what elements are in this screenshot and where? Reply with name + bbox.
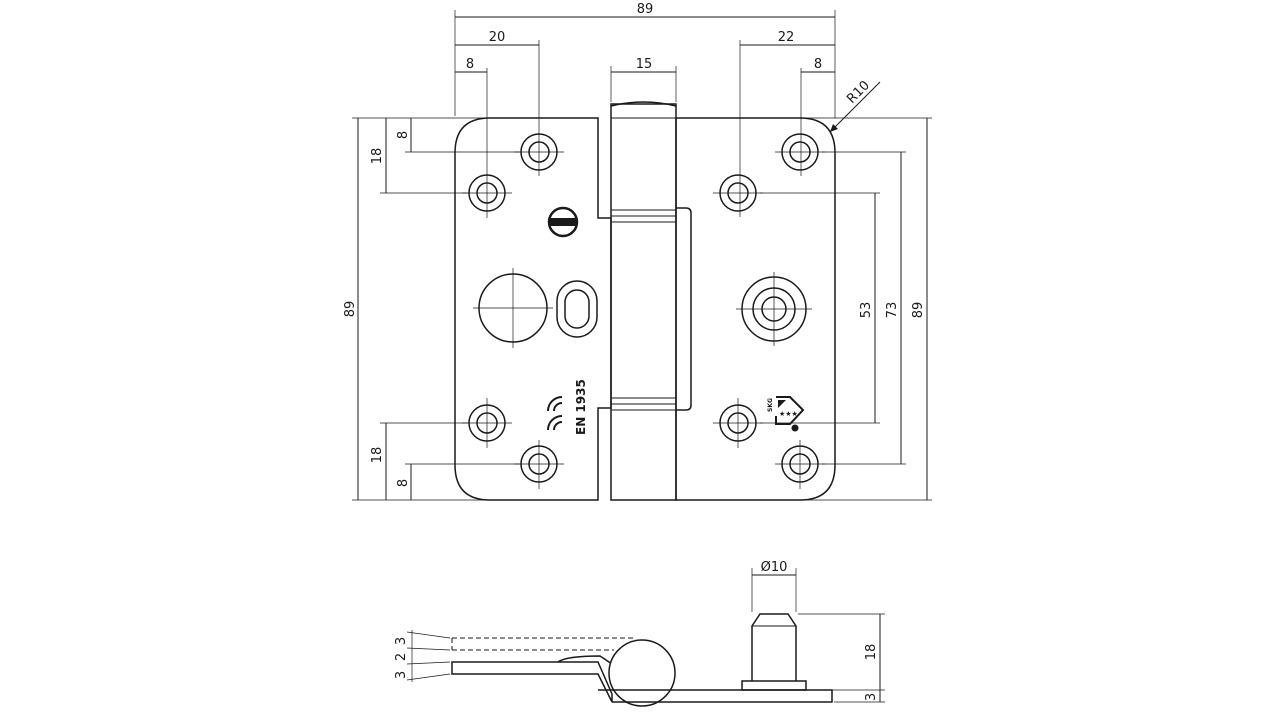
dimension-2-stack: 2: [394, 653, 409, 661]
right-leaf-frame-edge: [676, 207, 692, 411]
dimension-8-left-top: 8: [396, 131, 411, 139]
hole-center-lines: [462, 40, 825, 489]
dimension-15: 15: [636, 57, 653, 72]
right-leaf-outline: [675, 117, 836, 501]
dimension-diameter-10: Ø10: [761, 560, 788, 575]
dimension-89-right: 89: [911, 302, 926, 319]
dimension-8-top-left: 8: [466, 57, 474, 72]
left-stack-dimensions: 3 2 3: [394, 630, 451, 682]
knuckle-section: [608, 639, 676, 707]
fire-symbol-icon: [547, 206, 579, 238]
svg-text:SKG: SKG: [767, 398, 774, 412]
ce-marking: EN 1935: [547, 379, 588, 435]
dimension-53: 53: [859, 302, 874, 319]
dimension-18-left-top: 18: [370, 148, 385, 165]
radius-r10: R10: [844, 78, 873, 107]
dimension-22: 22: [778, 30, 795, 45]
pin-stud: [741, 613, 807, 691]
en-standard-label: EN 1935: [574, 379, 588, 435]
left-dimensions: 89 18 8 18 8: [343, 117, 520, 501]
hinge-side-view: Ø10 18 3 3 2 3: [394, 560, 885, 707]
dimension-73: 73: [885, 302, 900, 319]
dimension-18-left-bottom: 18: [370, 447, 385, 464]
dimension-18-side: 18: [864, 644, 879, 661]
svg-text:★★★: ★★★: [779, 410, 798, 418]
dimension-3-side-right: 3: [864, 693, 879, 701]
hinge-knuckle: [610, 101, 677, 501]
radius-leader: [829, 81, 881, 133]
dimension-8-top-right: 8: [814, 57, 822, 72]
left-leaf-plate: [451, 661, 613, 703]
hinge-front-view: EN 1935 ★★★ SKG: [454, 40, 836, 501]
dimension-8-left-bottom: 8: [396, 479, 411, 487]
left-leaf-outline: [454, 117, 612, 501]
dimension-20: 20: [489, 30, 506, 45]
slotted-hole: [556, 280, 598, 338]
dashed-leaf-position: [451, 637, 636, 651]
dimension-89-top: 89: [637, 2, 654, 17]
skg-certification-icon: ★★★ SKG: [767, 396, 805, 432]
top-dimensions: 89 20 8 15 22 8 R10: [454, 2, 881, 133]
dimension-3-stack-mid: 3: [394, 671, 409, 679]
dimension-89-left: 89: [343, 301, 358, 318]
right-leaf-plate: [598, 689, 833, 703]
right-dimensions: 53 73 89: [760, 117, 932, 501]
dimension-3-stack-top: 3: [394, 637, 409, 645]
